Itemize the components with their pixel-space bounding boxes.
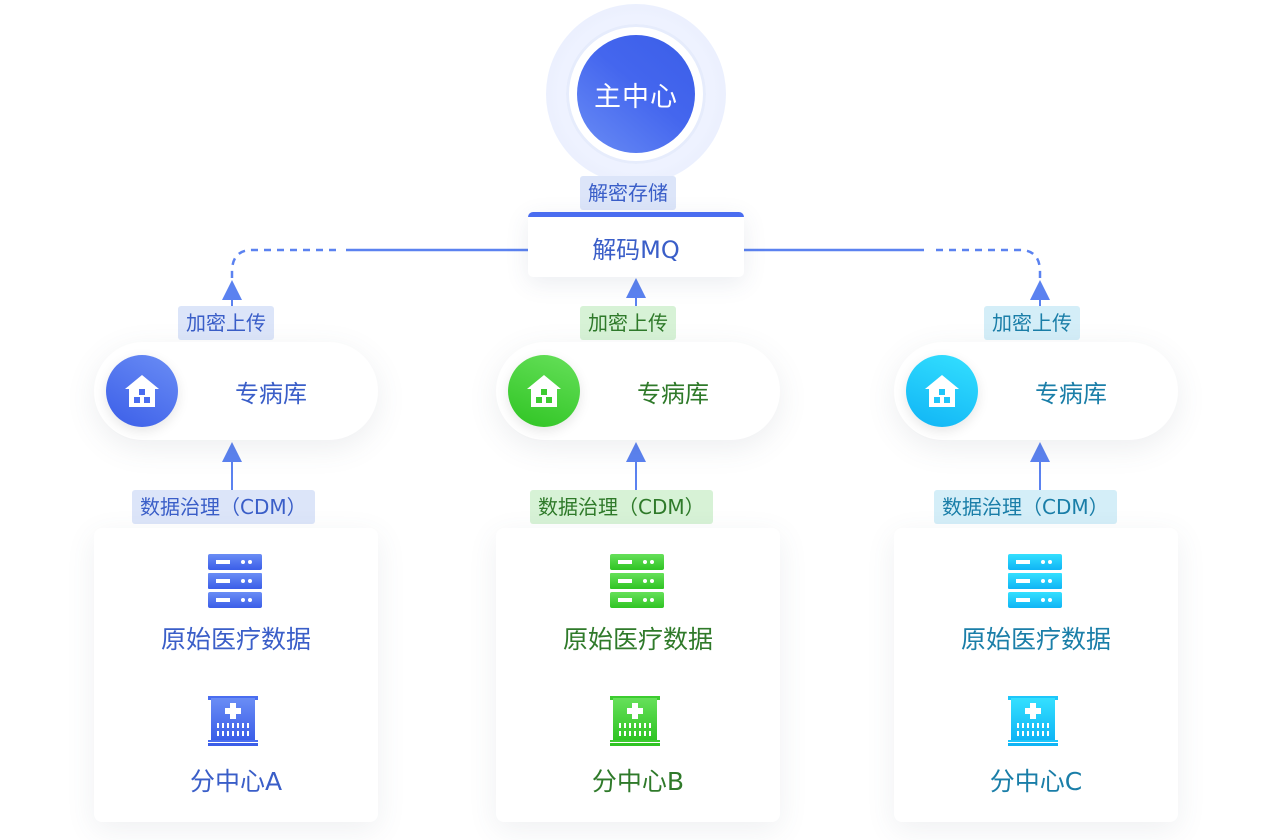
governance-tag-c: 数据治理（CDM） [934,490,1117,524]
disease-db-label-a: 专病库 [235,379,307,408]
hospital-icon [208,696,258,746]
raw-data-label-c: 原始医疗数据 [960,625,1111,654]
server-icon [1008,554,1062,608]
hospital-icon [1008,696,1058,746]
hospital-icon [610,696,660,746]
main-center-node[interactable]: 主中心 [577,35,695,153]
mq-label: 解码MQ [592,235,680,264]
governance-tag-a: 数据治理（CDM） [132,490,315,524]
house-icon [906,355,978,427]
upload-tag-b: 加密上传 [580,306,676,340]
center-name-c: 分中心C [989,767,1083,796]
upload-tag-c: 加密上传 [984,306,1080,340]
disease-db-node-c[interactable]: 专病库 [894,342,1178,440]
center-name-a: 分中心A [189,767,283,796]
mq-node[interactable]: 解码MQ [528,212,744,277]
house-icon [106,355,178,427]
disease-db-node-b[interactable]: 专病库 [496,342,780,440]
governance-tag-b: 数据治理（CDM） [530,490,713,524]
server-icon [208,554,262,608]
server-icon [610,554,664,608]
disease-db-label-b: 专病库 [637,379,709,408]
house-icon [508,355,580,427]
disease-db-label-c: 专病库 [1035,379,1107,408]
disease-db-node-a[interactable]: 专病库 [94,342,378,440]
raw-data-label-b: 原始医疗数据 [562,625,713,654]
upload-tag-a: 加密上传 [178,306,274,340]
decrypt-store-tag: 解密存储 [580,176,676,210]
main-center-label: 主中心 [594,81,678,113]
branch-card-b: 原始医疗数据 分中心B [496,528,780,822]
raw-data-label-a: 原始医疗数据 [160,625,311,654]
line-right-dashed [936,248,1042,282]
line-left-dashed [230,248,336,282]
branch-card-a: 原始医疗数据 分中心A [94,528,378,822]
branch-card-c: 原始医疗数据 分中心C [894,528,1178,822]
center-name-b: 分中心B [591,767,685,796]
